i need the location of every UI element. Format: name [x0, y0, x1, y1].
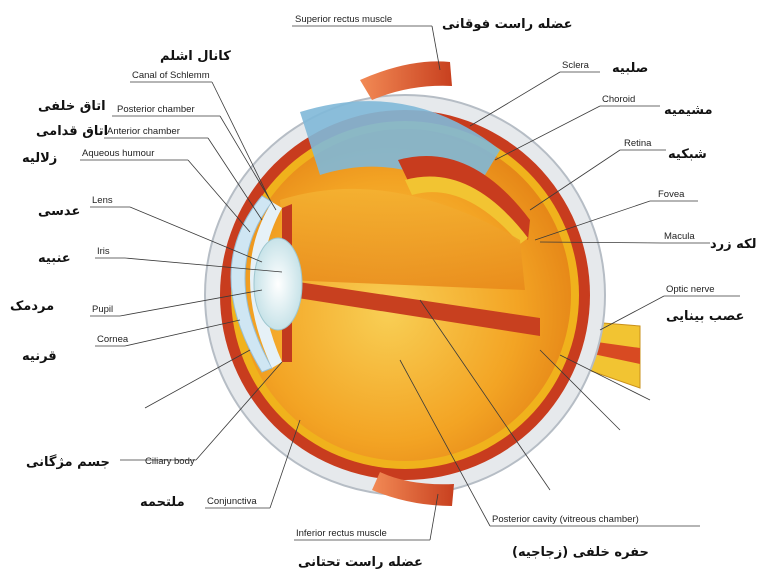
label-conjunctiva-fa: ملتحمه	[140, 495, 185, 510]
label-posterior-cavity-en: Posterior cavity (vitreous chamber)	[492, 514, 639, 525]
label-fovea-en: Fovea	[658, 189, 685, 200]
label-sclera-fa: صلبیه	[612, 61, 648, 76]
label-superior-rectus-fa: عضله راست فوقانی	[442, 17, 573, 32]
label-iris-en: Iris	[97, 246, 110, 257]
label-choroid-en: Choroid	[602, 94, 635, 105]
label-posterior-chamber-fa: اتاق خلفی	[38, 99, 106, 114]
label-macula-en: Macula	[664, 231, 695, 242]
label-retina-fa: شبکیه	[668, 147, 707, 162]
label-optic-nerve-en: Optic nerve	[666, 284, 715, 295]
label-macula-fa: لکه زرد	[710, 237, 757, 252]
label-aqueous-fa: زلالیه	[22, 151, 57, 166]
label-pupil-fa: مردمک	[10, 299, 54, 314]
label-lens-fa: عدسی	[38, 204, 80, 219]
label-optic-nerve-fa: عصب بینایی	[666, 309, 744, 324]
label-superior-rectus-en: Superior rectus muscle	[295, 14, 392, 25]
label-posterior-cavity-fa: حفره خلفی (زجاجیه)	[512, 545, 649, 560]
label-pupil-en: Pupil	[92, 304, 113, 315]
lens-shape	[254, 238, 302, 330]
label-canal-fa: کانال اشلم	[160, 49, 231, 64]
label-ciliary-fa: جسم مژگانی	[26, 454, 110, 470]
label-aqueous-en: Aqueous humour	[82, 148, 154, 159]
label-iris-fa: عنبیه	[38, 251, 71, 266]
label-retina-en: Retina	[624, 138, 652, 149]
label-ciliary-en: Ciliary body	[145, 456, 195, 467]
label-anterior-chamber-en: Anterior chamber	[107, 126, 180, 137]
label-inferior-rectus-en: Inferior rectus muscle	[296, 528, 387, 539]
label-conjunctiva-en: Conjunctiva	[207, 496, 257, 507]
label-canal-en: Canal of Schlemm	[132, 70, 210, 81]
label-sclera-en: Sclera	[562, 60, 590, 71]
label-anterior-chamber-fa: اتاق قدامی	[36, 124, 108, 139]
label-inferior-rectus-fa: عضله راست تحتانی	[298, 555, 423, 570]
label-posterior-chamber-en: Posterior chamber	[117, 104, 195, 115]
label-cornea-fa: قرنیه	[22, 349, 57, 364]
label-choroid-fa: مشیمیه	[664, 103, 713, 118]
label-cornea-en: Cornea	[97, 334, 129, 345]
label-lens-en: Lens	[92, 195, 113, 206]
